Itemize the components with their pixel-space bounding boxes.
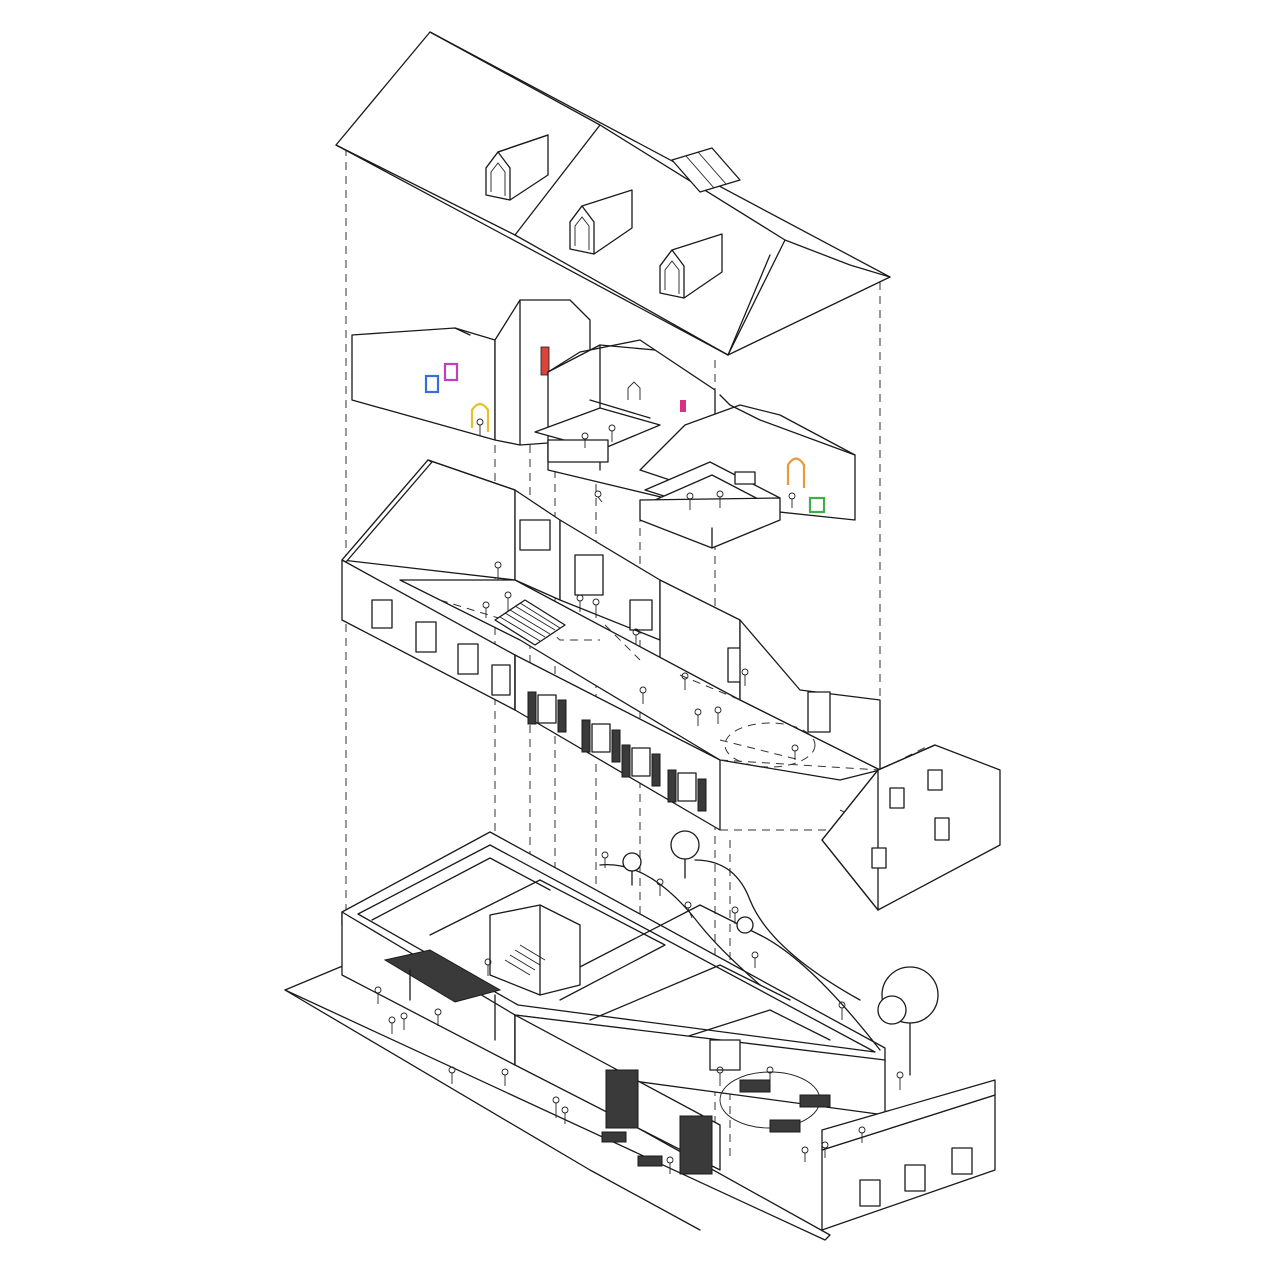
- attic-level: [351, 299, 856, 549]
- ground-floor-level: [284, 830, 996, 1241]
- rear-annex: [821, 1079, 996, 1231]
- yellow-arched-door: [470, 402, 490, 432]
- magenta-window: [443, 362, 459, 382]
- stairwell: [494, 599, 566, 646]
- dormer-3: [659, 233, 723, 299]
- trees: [622, 830, 939, 1076]
- first-floor-window-3: [457, 643, 479, 675]
- red-door: [540, 346, 550, 376]
- dormer-2: [569, 189, 633, 255]
- pink-window: [680, 400, 686, 412]
- first-floor-window-1: [371, 599, 393, 629]
- first-floor-window-4: [491, 664, 511, 696]
- first-floor-level: [341, 459, 1001, 911]
- first-floor-window-2: [415, 621, 437, 653]
- dormer-1: [485, 134, 549, 201]
- ground-shutter-1: [605, 1069, 639, 1129]
- shuttered-windows: [527, 691, 707, 812]
- ground-shutter-2: [679, 1115, 713, 1175]
- entrance-canopy: [383, 949, 502, 1041]
- gabled-annex: [821, 744, 1001, 911]
- roof-level: [335, 31, 891, 356]
- blue-window: [424, 374, 440, 394]
- green-window: [808, 496, 826, 514]
- attic-people: [476, 418, 796, 510]
- dining-area: [709, 1039, 831, 1133]
- stair-core: [489, 904, 581, 996]
- first-floor-people: [482, 561, 799, 760]
- ground-floor-people: [374, 851, 904, 1174]
- roof-skylight: [671, 147, 741, 193]
